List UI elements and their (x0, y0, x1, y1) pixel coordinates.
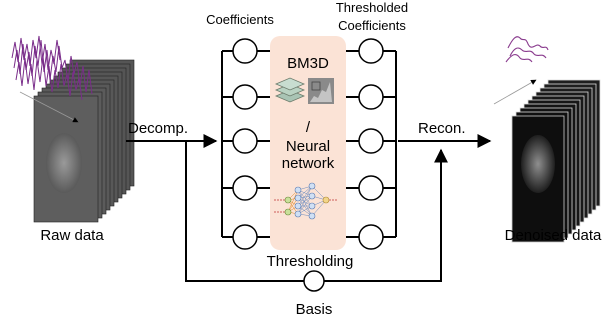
basis-path-right (324, 148, 448, 282)
neural-network-icon (274, 182, 338, 220)
thresholded-node-4 (358, 175, 384, 201)
denoised-data-label: Denoised data (505, 227, 602, 244)
thresholding-label: Thresholding (267, 253, 354, 270)
thresholded-node-5 (358, 224, 384, 250)
coefficient-node-5 (232, 224, 258, 250)
neural-label-line2: network (282, 155, 335, 172)
raw-signal-traces (11, 35, 93, 101)
raw-data-image-stack (33, 59, 135, 223)
coefficient-node-2 (232, 84, 258, 110)
coefficients-label: Coefficients (206, 12, 274, 27)
thresholded-nodes (358, 38, 384, 250)
denoised-data-image-stack (511, 79, 601, 243)
raw-data-label: Raw data (40, 227, 104, 244)
bm3d-patch-icon (308, 78, 334, 104)
basis-label: Basis (296, 301, 333, 318)
neural-label-line1: Neural (286, 138, 330, 155)
thresholded-node-2 (358, 84, 384, 110)
coefficient-node-3 (232, 128, 258, 154)
thresholded-node-3 (358, 128, 384, 154)
denoised-trace-arrow (493, 79, 537, 105)
raw-trace-arrow (19, 91, 79, 123)
bm3d-stack-icon (274, 77, 306, 103)
basis-node (303, 270, 325, 292)
recon-label: Recon. (418, 120, 466, 137)
coefficient-nodes (232, 38, 258, 250)
basis-path-left (185, 141, 304, 282)
denoised-signal-traces (505, 36, 549, 63)
thresholded-node-1 (358, 38, 384, 64)
thresholded-label-line1: Thresholded (336, 0, 408, 15)
slash-label: / (306, 119, 311, 136)
decomp-label: Decomp. (128, 120, 188, 137)
coefficient-node-1 (232, 38, 258, 64)
thresholded-label-line2: Coefficients (338, 18, 406, 33)
bm3d-label: BM3D (287, 55, 329, 72)
coefficient-node-4 (232, 175, 258, 201)
